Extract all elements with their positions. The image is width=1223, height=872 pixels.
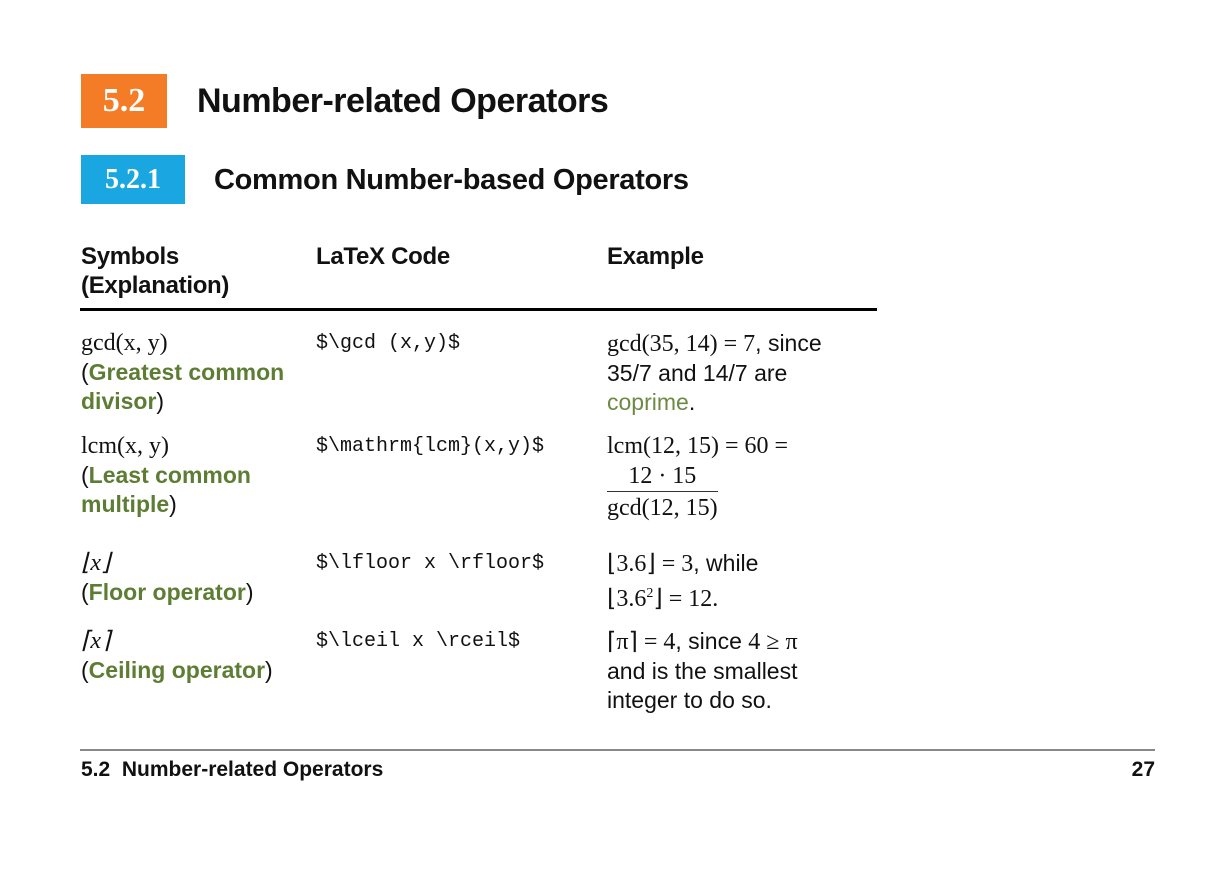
example-floor: ⌊3.6⌋ = 3, while ⌊3.62⌋ = 12.	[607, 549, 758, 614]
coprime-link[interactable]: coprime	[607, 389, 689, 415]
explanation-gcd-link-2[interactable]: divisor	[81, 388, 157, 414]
footer-rule	[80, 749, 1155, 751]
example-gcd-end: .	[688, 389, 696, 415]
section-title: Number-related Operators	[197, 82, 609, 120]
page-number: 27	[1131, 758, 1155, 781]
table-row-gcd-symbol: gcd(x, y) (Greatest common divisor)	[81, 330, 285, 414]
subsection-number-badge: 5.2.1	[81, 155, 185, 204]
example-ceiling-text: , since	[675, 628, 742, 654]
symbol-ceiling: ⌈x⌉	[81, 628, 111, 654]
example-lcm-line1: lcm(12, 15) = 60 =	[607, 433, 789, 459]
table-row-ceiling-symbol: ⌈x⌉ (Ceiling operator)	[81, 628, 273, 683]
fraction-denominator: gcd(12, 15)	[607, 495, 718, 521]
section-number-badge: 5.2	[81, 74, 167, 128]
header-explanation-label: (Explanation)	[81, 272, 230, 299]
symbol-floor: ⌊x⌋	[81, 550, 111, 576]
example-ceiling-math2: 4 ≥ π	[748, 629, 798, 655]
example-floor-text: , while	[693, 550, 759, 576]
code-lcm: $\mathrm{lcm}(x,y)$	[316, 435, 545, 458]
header-rule	[80, 308, 877, 311]
explanation-ceiling-link[interactable]: Ceiling operator	[88, 657, 266, 683]
header-symbols: Symbols (Explanation)	[81, 242, 229, 300]
example-gcd-math: gcd(35, 14) = 7	[607, 331, 756, 357]
subsection-title: Common Number-based Operators	[214, 164, 689, 196]
symbol-lcm: lcm(x, y)	[81, 433, 169, 459]
symbol-gcd: gcd(x, y)	[81, 330, 168, 356]
fraction-numerator: 12 · 15	[607, 461, 718, 492]
example-ceiling-math: ⌈π⌉ = 4	[607, 629, 676, 655]
example-floor-math: ⌊3.6⌋ = 3	[607, 551, 694, 577]
footer-section-label: 5.2 Number-related Operators	[81, 758, 384, 781]
table-row-floor-symbol: ⌊x⌋ (Floor operator)	[81, 550, 254, 605]
example-gcd-line2: 35/7 and 14/7 are	[607, 360, 788, 386]
code-gcd: $\gcd (x,y)$	[316, 332, 461, 355]
code-floor: $\lfloor x \rfloor$	[316, 552, 545, 575]
header-latex-code: LaTeX Code	[316, 243, 450, 270]
header-example: Example	[607, 243, 704, 270]
example-ceiling: ⌈π⌉ = 4, since 4 ≥ π and is the smallest…	[607, 627, 798, 715]
explanation-lcm-link-2[interactable]: multiple	[81, 491, 170, 517]
example-gcd: gcd(35, 14) = 7, since 35/7 and 14/7 are…	[607, 329, 822, 417]
explanation-floor-link[interactable]: Floor operator	[88, 579, 246, 605]
example-lcm: lcm(12, 15) = 60 = 12 · 15 gcd(12, 15)	[607, 432, 788, 524]
header-symbols-label: Symbols	[81, 243, 179, 270]
example-floor-line2-pre: ⌊3.6	[607, 586, 647, 612]
example-lcm-fraction: 12 · 15 gcd(12, 15)	[607, 461, 718, 524]
example-floor-exponent: 2	[646, 586, 654, 601]
example-ceiling-line2: and is the smallest	[607, 658, 798, 684]
explanation-gcd-link[interactable]: Greatest common	[88, 359, 285, 385]
example-gcd-text: , since	[755, 330, 822, 356]
explanation-lcm-link[interactable]: Least common	[88, 462, 251, 488]
code-ceiling: $\lceil x \rceil$	[316, 630, 521, 653]
example-ceiling-line3: integer to do so.	[607, 687, 772, 713]
table-row-lcm-symbol: lcm(x, y) (Least common multiple)	[81, 433, 251, 517]
example-floor-line2-post: ⌋ = 12.	[653, 586, 719, 612]
